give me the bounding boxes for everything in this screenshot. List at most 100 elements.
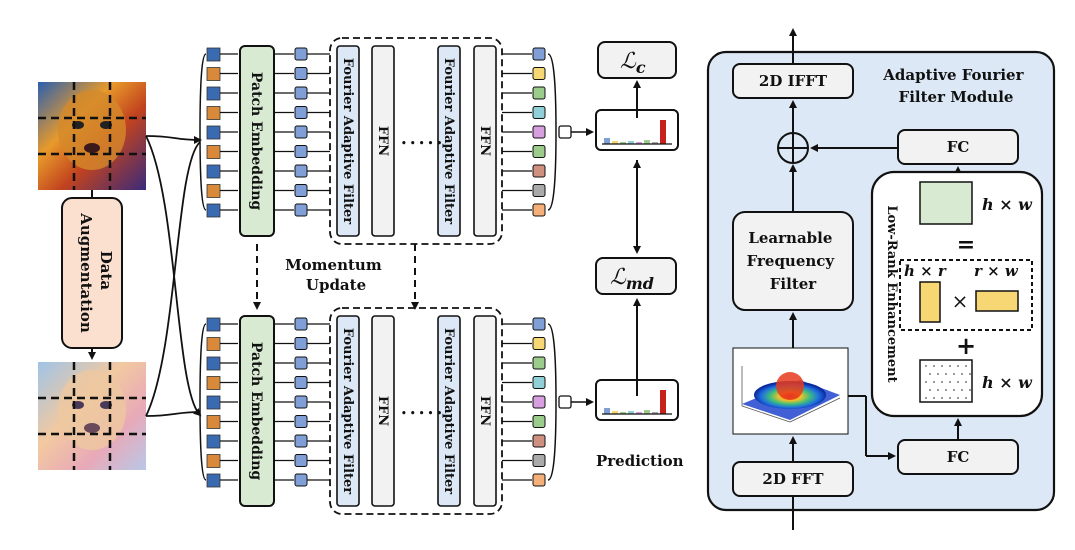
- sparse-dot: [949, 381, 951, 383]
- online-prediction-bar: [660, 120, 666, 144]
- online-output-token: [532, 125, 546, 139]
- online-prediction-bar: [620, 142, 626, 144]
- sparse-dot: [965, 365, 967, 367]
- online-branch: Patch Embedding Fourier Adaptive Filter FF…: [199, 37, 679, 245]
- online-patch-embedding-label: Patch Embedding: [248, 72, 264, 211]
- sparse-dot: [945, 373, 947, 375]
- momentum-input-token: [294, 356, 308, 370]
- online-ellipsis: • • • • •: [401, 139, 442, 149]
- sparse-dot: [925, 365, 927, 367]
- fft-label: 2D FFT: [762, 470, 824, 488]
- momentum-patch-thumb: [206, 415, 221, 429]
- image-to-patch-arrows: [145, 135, 202, 417]
- online-ffn-block-2-label: FFN: [477, 126, 492, 156]
- online-ffn-block-1-label: FFN: [375, 126, 390, 156]
- original-image: [38, 82, 146, 190]
- sparse-dot: [937, 373, 939, 375]
- sparse-dot: [929, 389, 931, 391]
- momentum-output-token: [532, 434, 546, 448]
- plus-sign: +: [956, 331, 976, 360]
- momentum-patch-embedding-box: [239, 315, 275, 507]
- hw-bottom-label: h × w: [982, 373, 1033, 392]
- sparse-dot: [933, 365, 935, 367]
- online-prediction-bar: [604, 138, 610, 144]
- online-ffn-block-1: [371, 45, 395, 237]
- low-rank-label: Low-Rank Enhancement: [884, 205, 899, 382]
- data-augmentation-label: Data Augmentation: [77, 212, 115, 333]
- momentum-output-token: [532, 395, 546, 409]
- module-title: Adaptive Fourier Filter Module: [882, 66, 1028, 106]
- online-patch-thumb: [206, 47, 221, 62]
- matrix-hr: [919, 281, 941, 323]
- sparse-matrix-dots: [925, 365, 971, 399]
- sparse-dot: [961, 373, 963, 375]
- momentum-update: Momentum Update: [253, 244, 419, 310]
- momentum-prediction-bar: [628, 411, 634, 414]
- momentum-input-token: [294, 454, 308, 467]
- online-prediction-bar: [628, 141, 634, 144]
- fc-top-label: FC: [947, 138, 970, 156]
- momentum-fourier-filter-block-2: [437, 315, 461, 507]
- momentum-ffn-block-2-label: FFN: [477, 396, 492, 426]
- online-input-token: [294, 47, 308, 61]
- matrix-hw-sparse: [919, 359, 973, 403]
- online-output-token: [532, 164, 546, 178]
- ifft-label: 2D IFFT: [759, 72, 828, 90]
- sparse-dot: [965, 381, 967, 383]
- online-output-token: [532, 86, 546, 100]
- sparse-dot: [941, 381, 943, 383]
- online-output-token: [532, 47, 546, 61]
- online-prediction-bar: [636, 142, 642, 144]
- momentum-output-token: [532, 337, 546, 350]
- add-operator: [777, 132, 809, 164]
- fourier-filter-module: Adaptive Fourier Filter Module 2D FFT Le…: [706, 28, 1056, 530]
- sparse-dot: [953, 389, 955, 391]
- momentum-patch-thumb: [206, 454, 221, 468]
- online-output-token: [532, 145, 546, 158]
- momentum-input-token: [294, 395, 308, 409]
- sparse-dot: [925, 381, 927, 383]
- online-ffn-block-2: [473, 45, 497, 237]
- momentum-output-token: [532, 454, 546, 467]
- online-output-token: [532, 203, 546, 217]
- loss-c-label: ℒc: [620, 49, 646, 77]
- momentum-input-token: [294, 317, 308, 331]
- prediction-label: Prediction: [596, 452, 684, 470]
- matrix-rw: [975, 290, 1019, 312]
- momentum-prediction-bar: [644, 410, 650, 414]
- sparse-dot: [933, 381, 935, 383]
- momentum-output-token: [532, 415, 546, 428]
- sparse-dot: [969, 389, 971, 391]
- online-patch-thumb: [206, 164, 221, 179]
- sparse-dot: [965, 397, 967, 399]
- momentum-fourier-filter-block-1: [336, 315, 360, 507]
- momentum-patch-thumb: [206, 434, 221, 449]
- momentum-prediction-bar: [604, 408, 610, 414]
- loss-md-box: [595, 257, 677, 295]
- online-fourier-filter-block-1: [336, 45, 360, 237]
- momentum-patch-embedding-label: Patch Embedding: [248, 342, 264, 481]
- momentum-patch-thumb: [206, 356, 221, 371]
- sparse-dot: [949, 365, 951, 367]
- equals-sign: =: [957, 232, 975, 258]
- sparse-dot: [925, 397, 927, 399]
- momentum-ffn-block-1-label: FFN: [375, 396, 390, 426]
- momentum-ffn-block-2: [473, 315, 497, 507]
- loss-md-label: ℒmd: [610, 265, 654, 293]
- online-output-token: [532, 106, 546, 119]
- online-patch-thumb: [206, 86, 221, 101]
- augmented-image: [38, 362, 146, 470]
- online-fourier-filter-block-1-label: Fourier Adaptive Filter: [340, 58, 355, 224]
- momentum-prediction-bar: [636, 412, 642, 414]
- momentum-input-token: [294, 337, 308, 350]
- momentum-prediction-bar: [652, 412, 658, 414]
- online-input-token: [294, 67, 308, 80]
- matrix-hw-top: [919, 181, 973, 225]
- online-input-token: [294, 164, 308, 178]
- sparse-dot: [953, 373, 955, 375]
- momentum-output-token: [532, 473, 546, 487]
- momentum-prediction-bar: [620, 412, 626, 414]
- online-input-token: [294, 86, 308, 100]
- online-prediction-bar: [612, 141, 618, 144]
- momentum-output-token: [532, 356, 546, 370]
